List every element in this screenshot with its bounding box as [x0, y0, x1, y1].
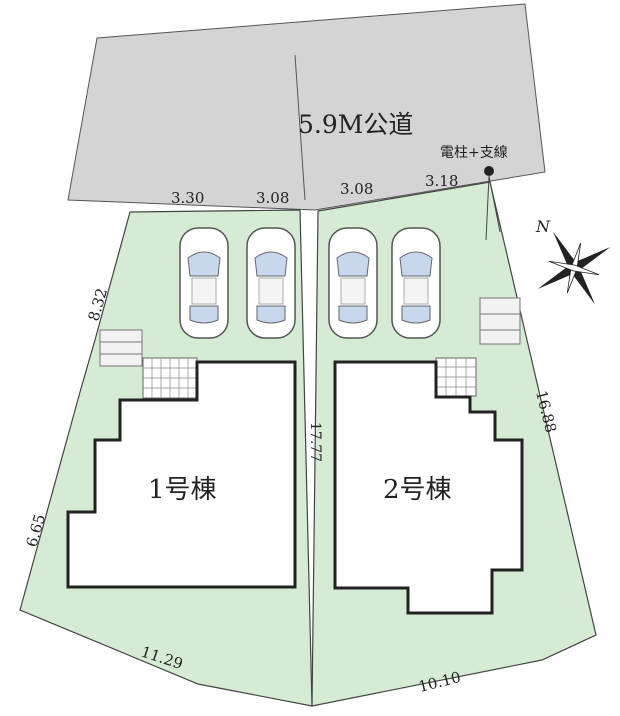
building-1: [66, 360, 297, 589]
dim-front-c: 3.08: [340, 180, 373, 198]
compass-north-label: N: [535, 217, 551, 236]
road-label: 5.9M公道: [298, 110, 413, 139]
pole-guy-wire-2: [488, 175, 501, 233]
building-2: [333, 360, 524, 615]
pole-guy-wire: [485, 175, 490, 241]
car-3: [328, 227, 378, 339]
dim-front-b: 3.08: [256, 189, 289, 207]
building-1-label: 1号棟: [148, 475, 217, 505]
compass-icon: [537, 231, 611, 305]
dim-middle: 17.77: [307, 422, 323, 462]
utility-pole-label: 電柱+支線: [440, 145, 508, 161]
dim-front-d: 3.18: [425, 172, 458, 190]
road-area: [67, 3, 546, 211]
stairs-lot-2: [479, 297, 521, 345]
car-1: [179, 227, 229, 339]
stairs-lot-1: [99, 329, 143, 367]
road-divider: [294, 54, 306, 201]
tiled-area-lot-2: [435, 357, 477, 397]
utility-pole-icon: [484, 166, 494, 176]
car-4: [391, 227, 441, 339]
tiled-area-lot-1: [142, 357, 198, 399]
dim-front-a: 3.30: [171, 189, 204, 207]
car-2: [246, 227, 296, 339]
building-2-label: 2号棟: [383, 475, 452, 505]
